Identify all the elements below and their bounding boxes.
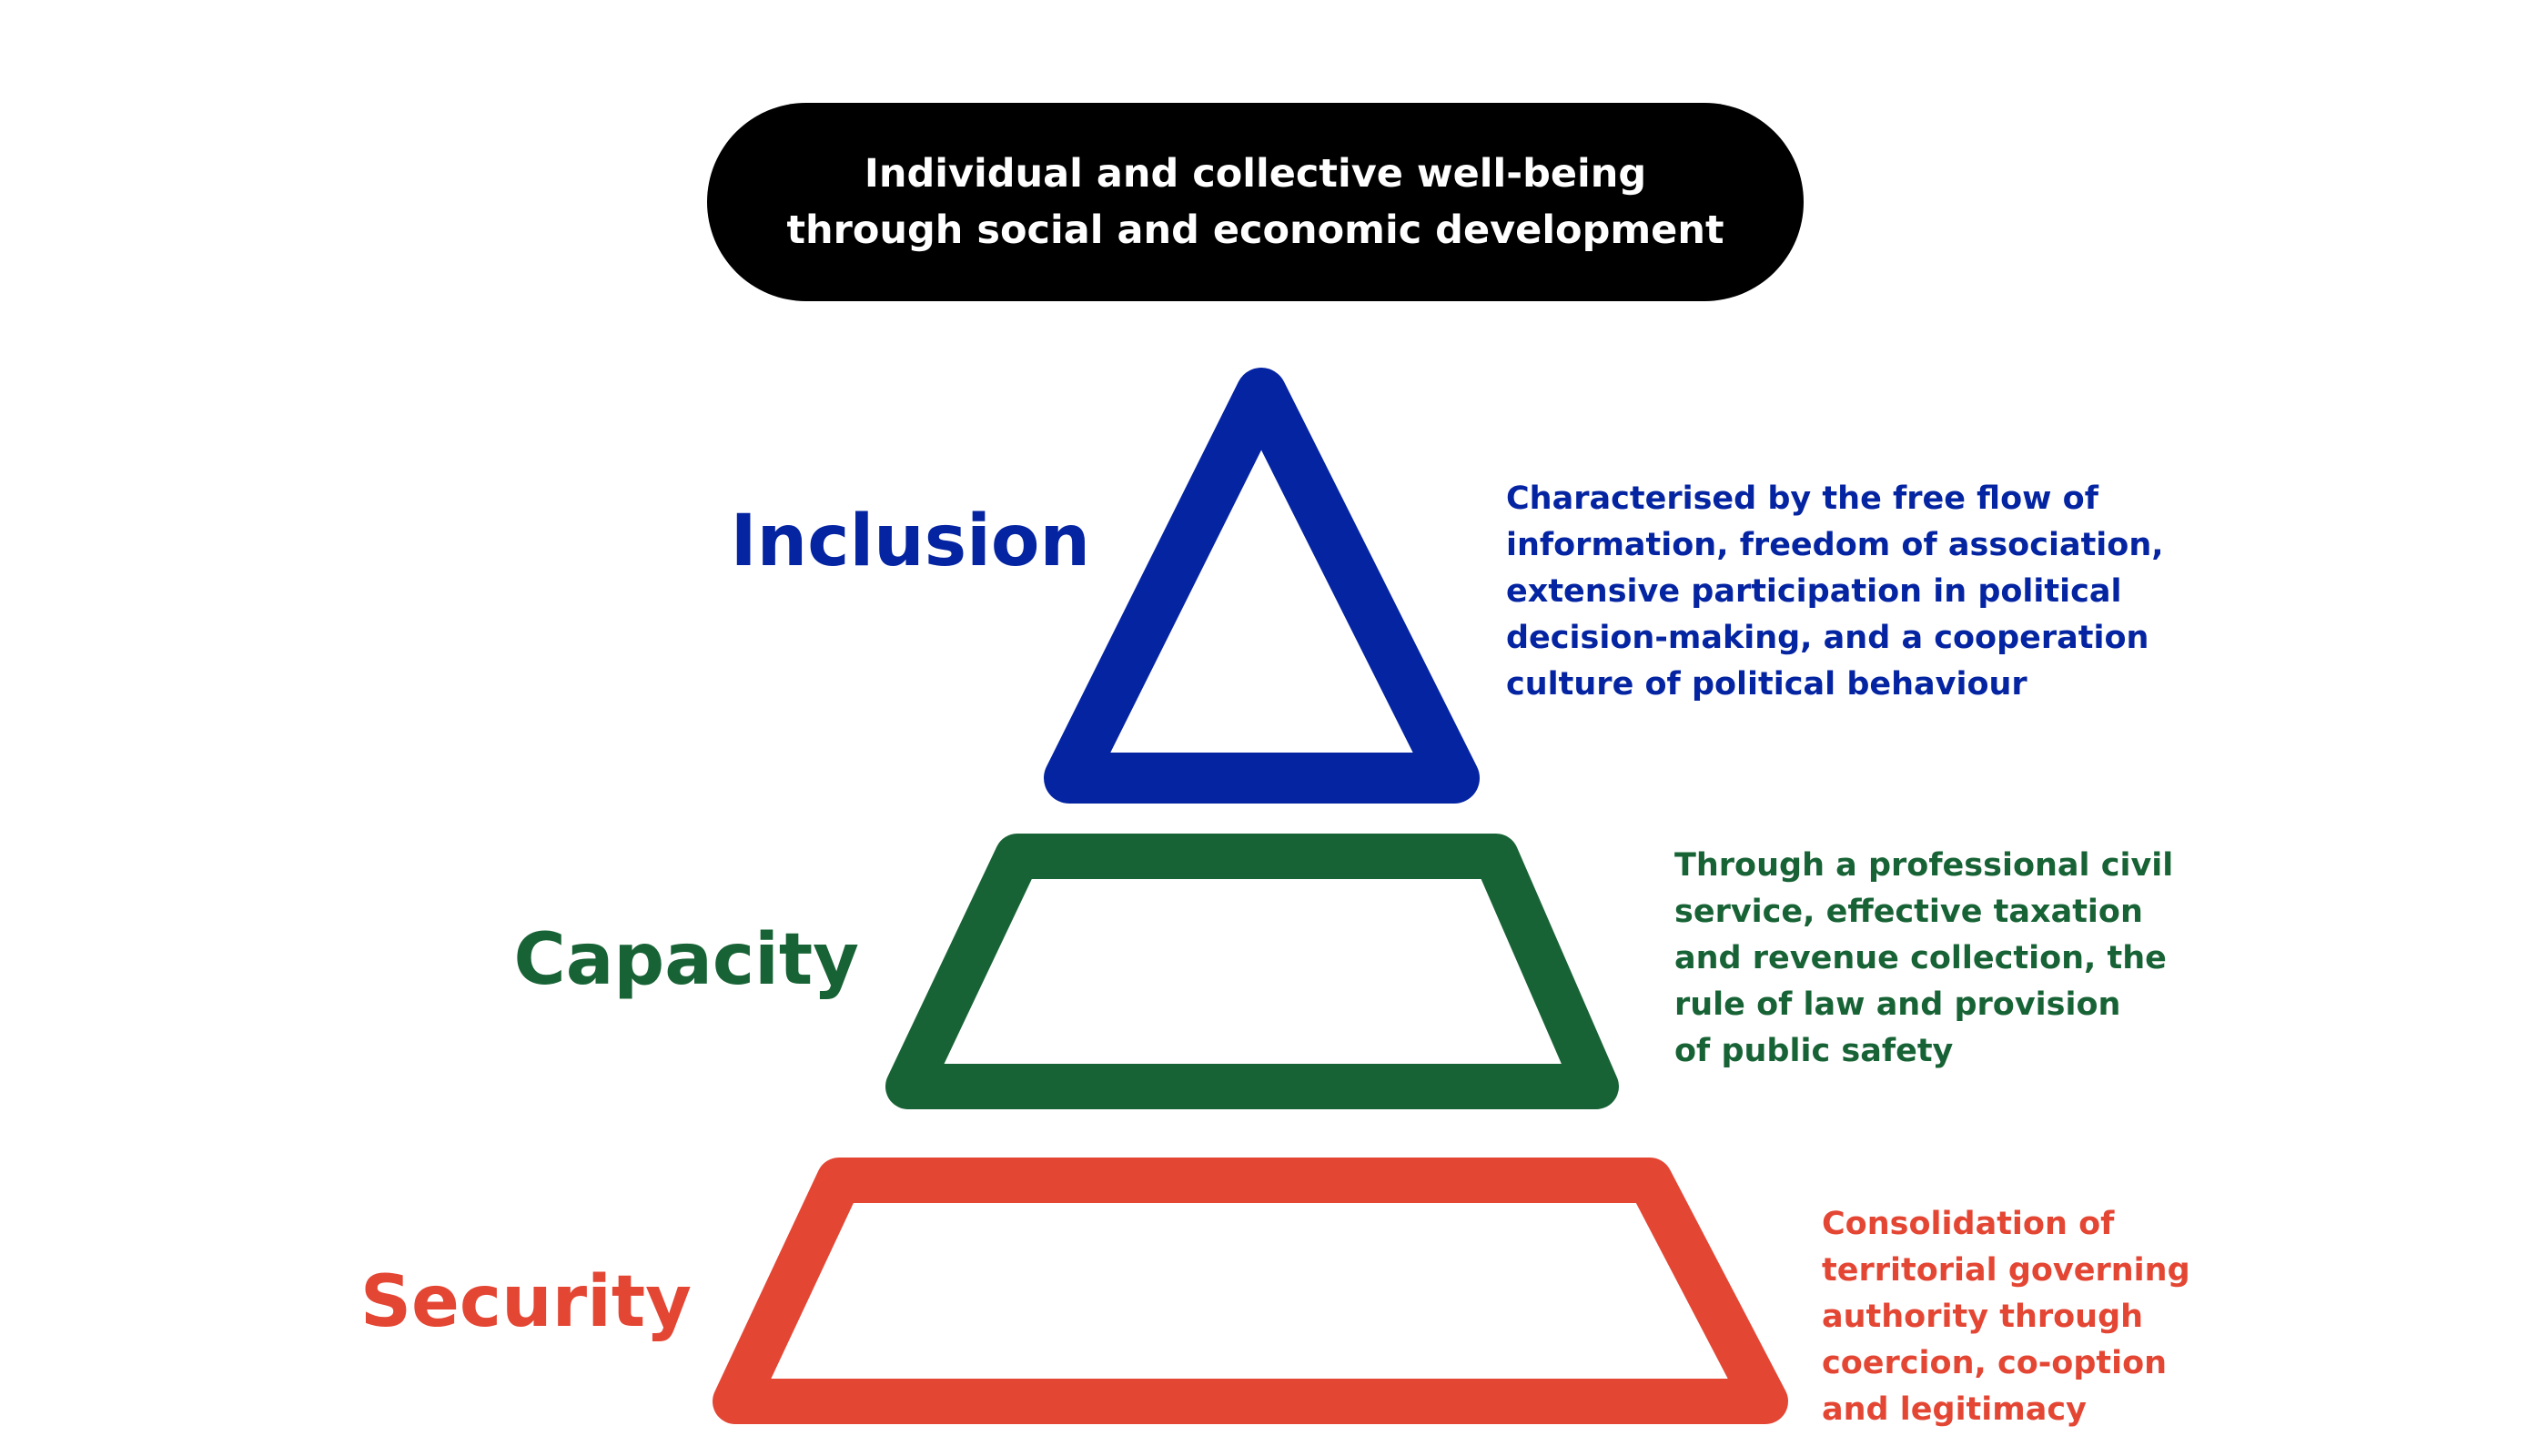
inclusion-label: Inclusion [730,500,1090,582]
capacity-description-line: of public safety [1674,1033,1954,1069]
capacity-description-line: Through a professional civil [1674,847,2174,884]
security-description: Consolidation of territorial governing a… [1822,1201,2190,1433]
security-description-line: Consolidation of [1822,1206,2115,1242]
inclusion-description-line: information, freedom of association, [1506,527,2164,563]
capacity-label: Capacity [513,919,859,1001]
capacity-description-line: rule of law and provision [1674,986,2121,1023]
inclusion-description-line: decision-making, and a cooperation [1506,620,2149,656]
inclusion-description-line: extensive participation in political [1506,573,2122,610]
security-description-line: coercion, co-option [1822,1345,2168,1381]
inclusion-description: Characterised by the free flow of inform… [1506,476,2164,708]
inclusion-description-line: culture of political behaviour [1506,666,2027,703]
goal-box: Individual and collective well-being thr… [707,103,1804,301]
security-label: Security [359,1261,692,1343]
security-trapezoid [713,1158,1788,1424]
capacity-trapezoid [885,834,1619,1109]
security-description-line: and legitimacy [1822,1391,2087,1428]
security-description-line: authority through [1822,1299,2144,1335]
capacity-description-line: and revenue collection, the [1674,940,2167,976]
capacity-description-line: service, effective taxation [1674,894,2143,930]
capacity-description: Through a professional civil service, ef… [1674,843,2173,1075]
goal-text-line-1: Individual and collective well-being [864,151,1647,197]
security-description-line: territorial governing [1822,1252,2190,1289]
inclusion-triangle [1044,368,1480,804]
inclusion-description-line: Characterised by the free flow of [1506,480,2098,517]
goal-text-line-2: through social and economic development [786,207,1724,253]
